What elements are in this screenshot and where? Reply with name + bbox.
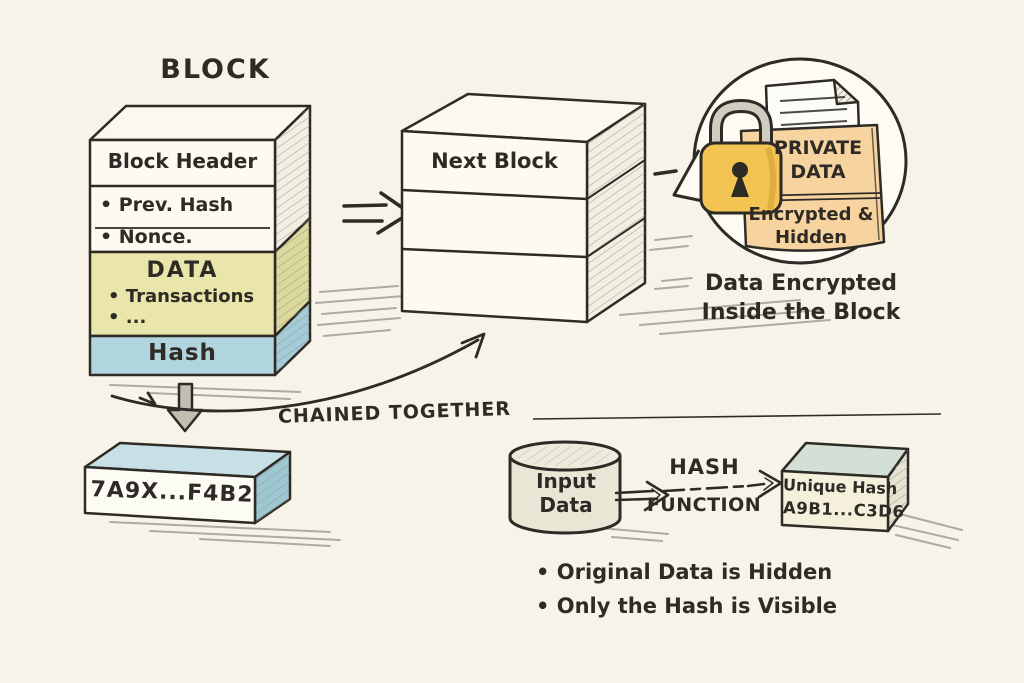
input-data-line2: Data	[539, 493, 593, 517]
note-bullet-1: • Original Data is Hidden	[536, 560, 833, 584]
block-left-hash-section	[88, 334, 277, 377]
nonce-label: • Nonce.	[100, 226, 193, 248]
unique-hash-value: A9B1...C3D6	[782, 498, 905, 522]
arrow-input-to-function	[614, 480, 670, 512]
block-left-data-section	[88, 250, 277, 338]
next-block-label: Next Block	[431, 149, 558, 173]
block-left-top-face	[88, 104, 312, 142]
hash-box	[83, 441, 292, 525]
input-data-line1: Input	[536, 469, 596, 493]
unique-hash-title: Unique Hash	[782, 475, 898, 499]
padlock-icon	[699, 98, 783, 215]
unique-hash-box	[780, 441, 910, 533]
private-data-title: PRIVATE DATA	[773, 137, 863, 183]
data-more-label: • ...	[108, 307, 147, 328]
encrypted-caption-line1: Data Encrypted	[705, 271, 897, 296]
hash-function-label-bottom: FUNCTION	[646, 494, 762, 516]
block-header-label: Block Header	[107, 149, 258, 173]
prev-hash-label: • Prev. Hash	[100, 194, 234, 216]
section-divider	[532, 413, 942, 420]
double-right-arrow-icon	[342, 191, 412, 235]
block-next-front-face	[400, 129, 589, 324]
private-data-subtitle: Encrypted & Hidden	[748, 204, 874, 248]
block-next	[400, 92, 647, 324]
block-title: BLOCK	[160, 54, 271, 85]
unique-hash-box-front-face	[780, 469, 890, 533]
chain-arrow-icon	[110, 332, 486, 413]
database-cylinder-icon	[508, 440, 622, 535]
note-bullet-2: • Only the Hash is Visible	[536, 594, 838, 618]
shadow-hatching	[109, 235, 963, 549]
hash-section-label: Hash	[148, 340, 217, 366]
block-left	[88, 104, 312, 377]
hash-box-front-face	[83, 465, 257, 525]
encrypted-caption-line2: Inside the Block	[701, 300, 901, 325]
data-section-title: DATA	[146, 258, 219, 283]
transactions-label: • Transactions	[108, 286, 255, 307]
input-data-label: Input Data	[512, 469, 620, 517]
hash-function-label-top: HASH	[669, 455, 740, 479]
bubble-connector-dash	[653, 169, 678, 176]
